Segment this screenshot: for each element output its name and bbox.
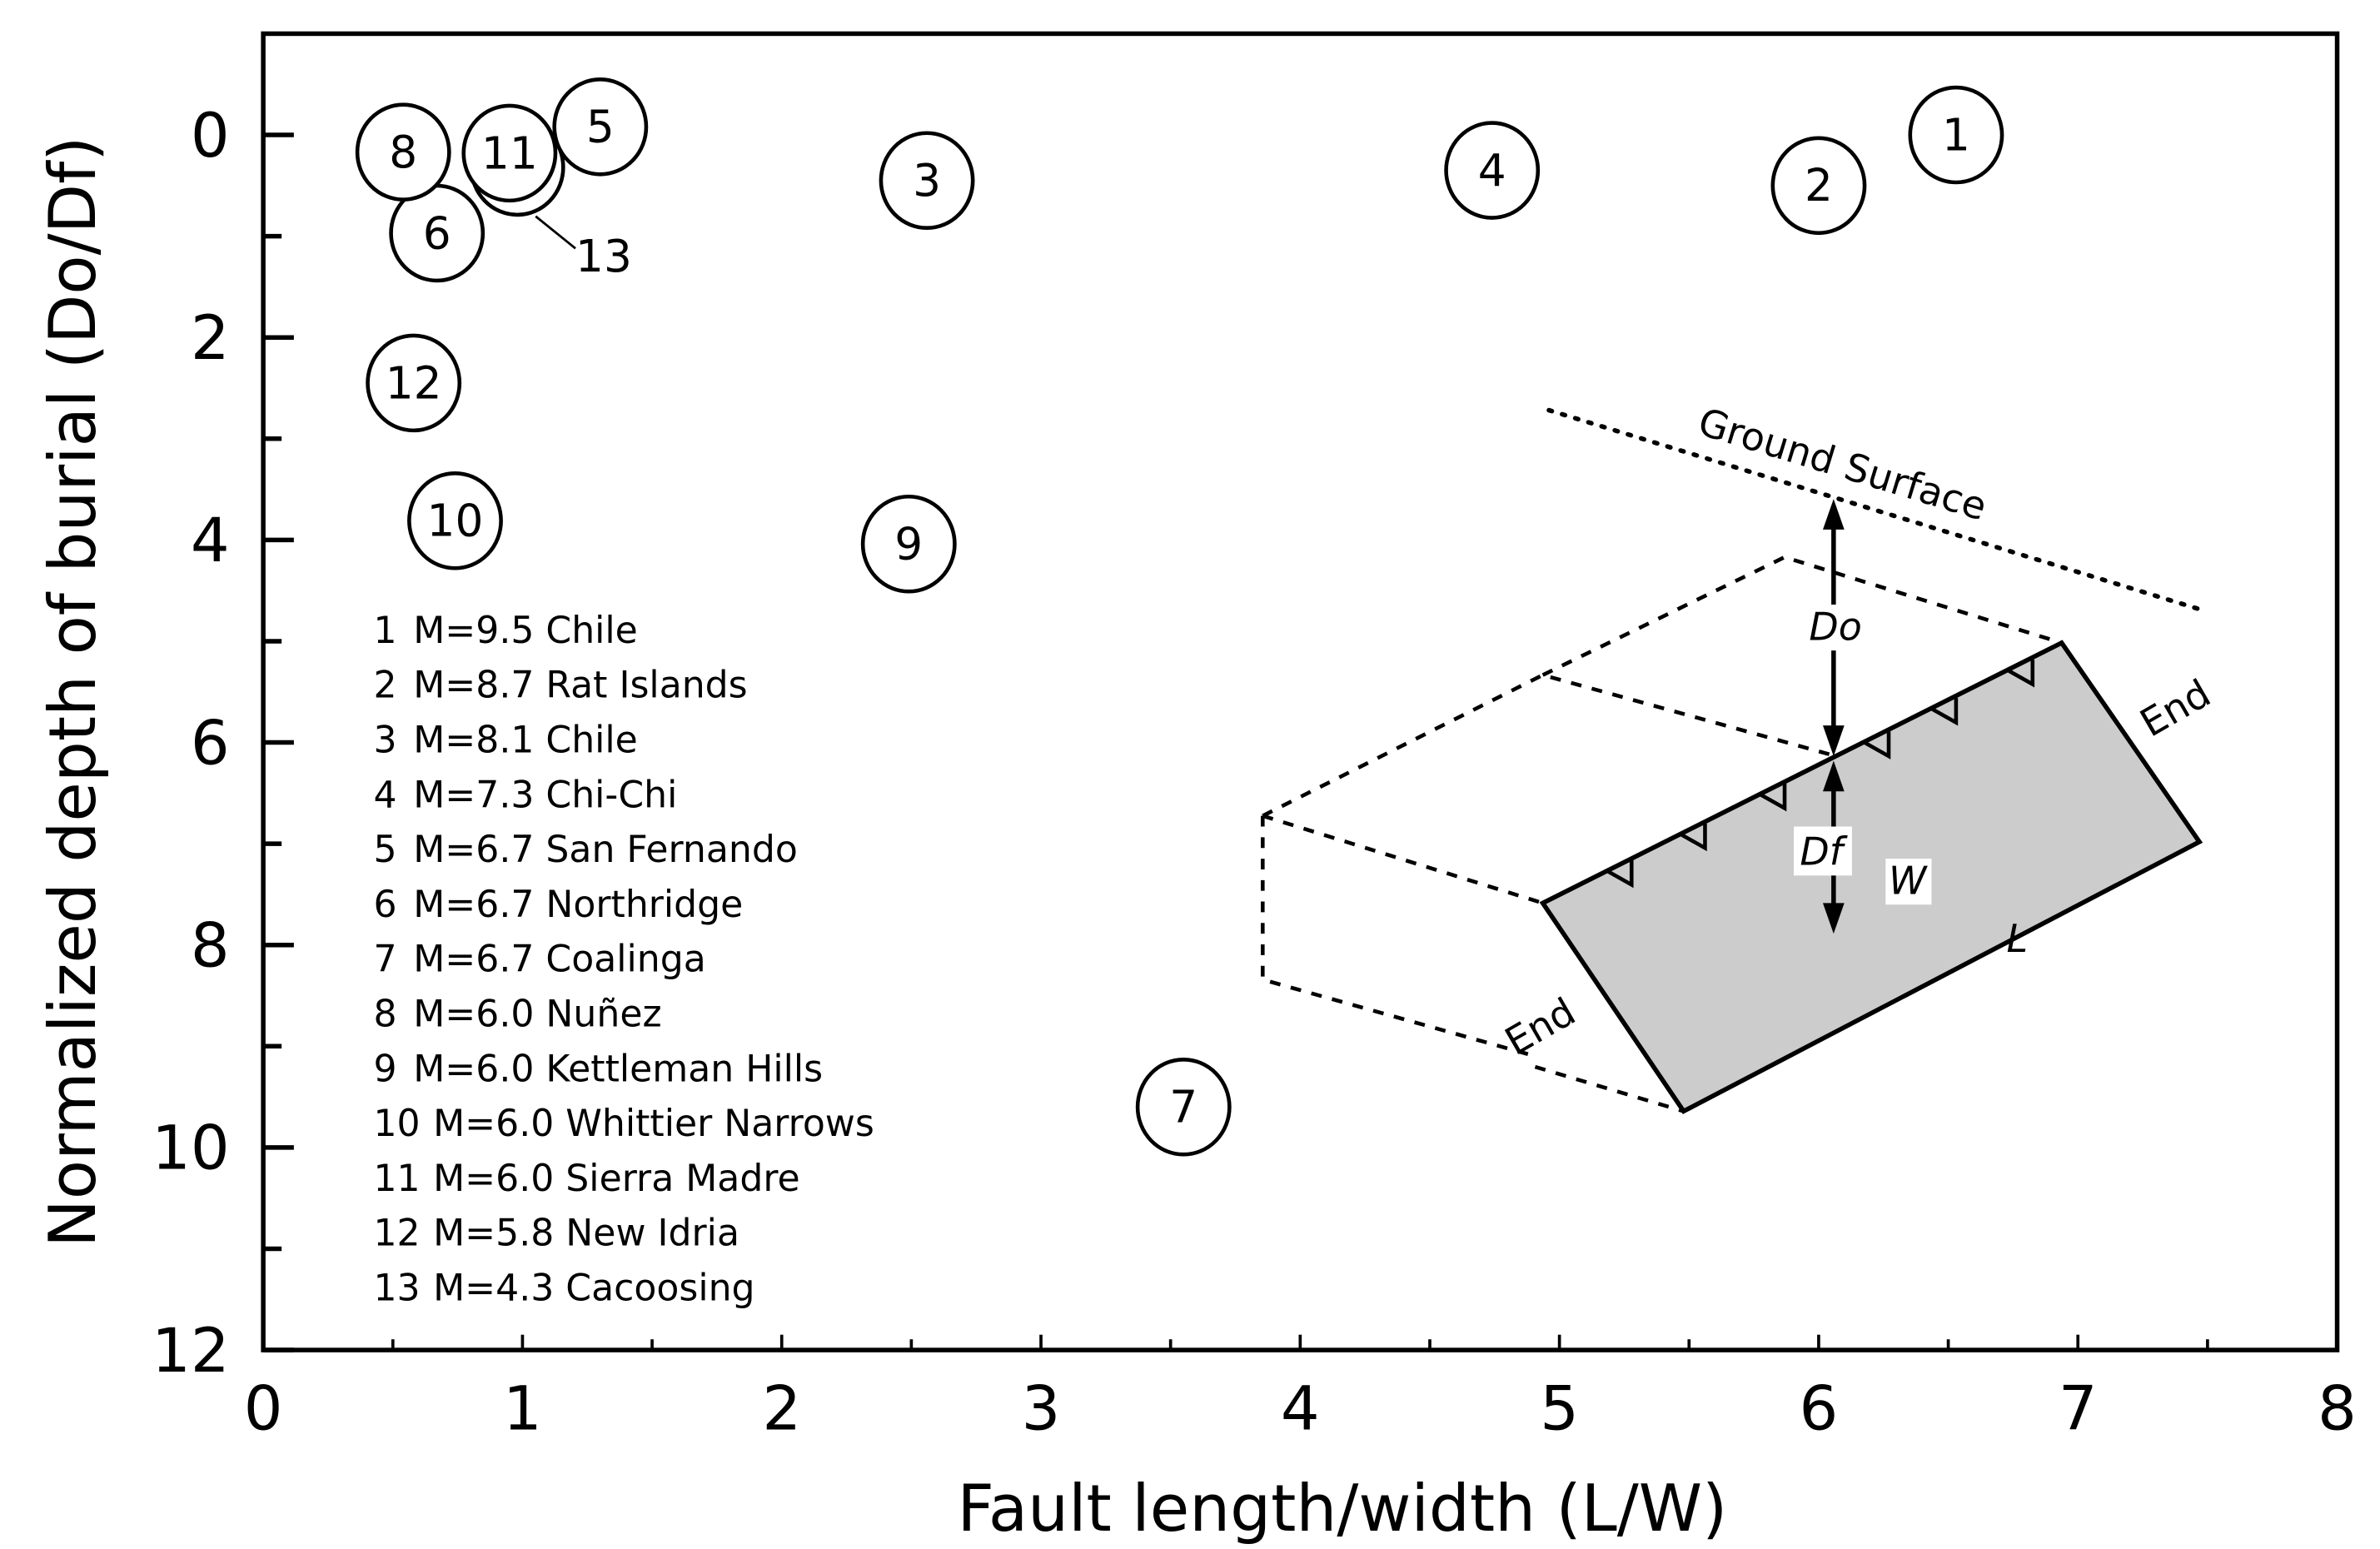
y-tick-label: 2	[191, 303, 230, 374]
data-point-label: 5	[586, 102, 615, 153]
y-tick-label: 6	[191, 708, 230, 779]
data-point-label: 9	[894, 519, 923, 570]
legend-item-number: 8	[373, 994, 396, 1036]
x-tick-label: 8	[2318, 1374, 2357, 1445]
l-label: L	[2007, 916, 2029, 961]
y-tick-label: 8	[191, 910, 230, 981]
legend-item-label: M=6.0 Whittier Narrows	[433, 1103, 874, 1145]
arrowhead-icon	[1822, 760, 1845, 792]
legend-item-label: M=6.0 Kettleman Hills	[413, 1048, 823, 1090]
data-point-marker	[461, 103, 558, 203]
data-point-marker	[552, 77, 649, 177]
legend-item-label: M=6.0 Sierra Madre	[433, 1158, 800, 1200]
data-point-marker	[879, 131, 975, 231]
data-point-label: 3	[913, 155, 941, 207]
legend-item-number: 12	[373, 1213, 420, 1255]
legend-item-number: 4	[373, 774, 396, 816]
x-tick-label: 4	[1281, 1374, 1320, 1445]
legend-item-label: M=6.0 Nuñez	[413, 994, 661, 1036]
fault-inset-diagram: Ground Surface Do	[1261, 399, 2218, 1114]
legend-item-number: 11	[373, 1158, 420, 1200]
data-point-label: 6	[423, 207, 451, 259]
legend-item-number: 10	[373, 1103, 420, 1145]
df-label: Df	[1800, 829, 1847, 874]
y-tick-label: 4	[191, 506, 230, 576]
x-tick-label: 0	[244, 1374, 283, 1445]
y-axis-title: Normalized depth of burial (Do/Df)	[36, 137, 111, 1248]
data-point-label: 11	[481, 127, 538, 179]
legend-item-label: M=6.7 San Fernando	[413, 829, 798, 871]
data-point-marker	[1135, 1057, 1232, 1157]
legend-item-number: 1	[373, 610, 396, 652]
x-tick-label: 7	[2059, 1374, 2098, 1445]
data-point-label: 10	[427, 496, 484, 547]
data-point-label: 12	[386, 357, 442, 409]
x-tick-label: 5	[1540, 1374, 1579, 1445]
legend-item-number: 2	[373, 665, 396, 707]
data-point-label: 1	[1942, 109, 1970, 161]
data-point-marker	[355, 102, 451, 202]
legend-item-label: M=7.3 Chi-Chi	[413, 774, 677, 816]
legend-item-number: 6	[373, 884, 396, 926]
legend-item-label: M=5.8 New Idria	[433, 1213, 739, 1255]
data-point-label: 7	[1169, 1082, 1197, 1133]
legend-item-number: 13	[373, 1268, 420, 1310]
x-tick-label: 1	[503, 1374, 542, 1445]
data-point-marker	[366, 333, 462, 433]
y-tick-label: 12	[152, 1316, 230, 1387]
x-tick-label: 6	[1800, 1374, 1839, 1445]
arrowhead-icon	[1822, 903, 1845, 934]
data-point-marker	[1770, 136, 1867, 236]
do-label: Do	[1809, 604, 1861, 649]
data-point-marker	[1444, 121, 1541, 220]
x-tick-label: 3	[1022, 1374, 1061, 1445]
end-label-right: End	[2133, 670, 2218, 745]
legend-item-number: 5	[373, 829, 396, 871]
x-tick-label: 2	[762, 1374, 801, 1445]
legend-item-label: M=8.7 Rat Islands	[413, 665, 747, 707]
data-point-marker	[860, 494, 957, 594]
leader-line	[535, 215, 576, 250]
legend-item-number: 7	[373, 939, 396, 981]
legend: 1 M=9.5 Chile 2 M=8.7 Rat Islands 3 M=8.1 Chi…	[373, 610, 874, 1310]
legend-item-number: 9	[373, 1048, 396, 1090]
legend-item-label: M=9.5 Chile	[413, 610, 638, 652]
data-point-label: 2	[1805, 160, 1833, 212]
legend-item-label: M=4.3 Cacoosing	[433, 1268, 754, 1310]
arrowhead-icon	[1822, 499, 1845, 530]
legend-item-label: M=6.7 Coalinga	[413, 939, 705, 981]
w-label: W	[1889, 858, 1928, 903]
data-point-label: 8	[389, 127, 417, 178]
ground-surface-label: Ground Surface	[1693, 399, 1992, 529]
data-point-marker	[1908, 85, 2004, 185]
legend-item-number: 3	[373, 720, 396, 762]
data-point-label: 4	[1478, 145, 1506, 197]
thrust-teeth	[1606, 660, 2035, 889]
data-point-label: 13	[575, 231, 632, 282]
y-tick-label: 0	[191, 101, 230, 172]
plot-frame	[261, 31, 2340, 1352]
fault-plane	[1539, 640, 2203, 1114]
y-tick-label: 10	[152, 1113, 230, 1184]
legend-item-label: M=6.7 Northridge	[413, 884, 743, 926]
legend-item-label: M=8.1 Chile	[413, 720, 638, 762]
arrowhead-icon	[1822, 725, 1845, 756]
data-point-marker	[407, 471, 503, 570]
ground-surface-line	[1546, 407, 2202, 612]
x-axis-title: Fault length/width (L/W)	[958, 1472, 1728, 1547]
end-label-left: End	[1497, 989, 1583, 1063]
